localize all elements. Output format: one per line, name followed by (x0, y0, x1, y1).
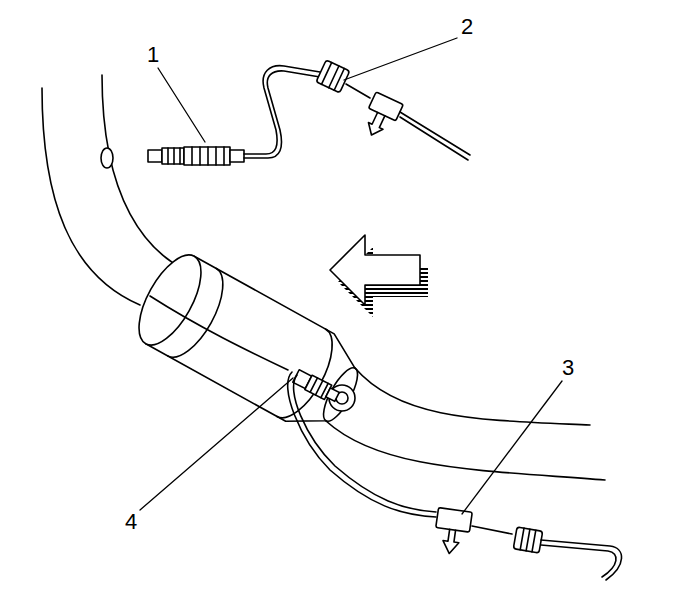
sensor-wire (400, 117, 468, 160)
leader-line (344, 38, 457, 80)
pipe-wall (42, 88, 140, 305)
leader-line (462, 381, 562, 514)
wire-connector (432, 508, 472, 556)
sensor-wire (472, 526, 512, 534)
callout-number: 3 (560, 357, 576, 379)
leader-line (140, 378, 293, 510)
sensor-wire (244, 71, 320, 158)
wire-connector (316, 60, 350, 93)
pipe-wall (355, 368, 590, 425)
sensor-wire (346, 84, 370, 98)
sensor-wire (541, 540, 622, 580)
oxygen-sensor (292, 369, 355, 411)
callout-number: 4 (123, 511, 139, 533)
wire-connector (359, 92, 404, 142)
sensor-wire (541, 545, 616, 577)
leader-line (158, 68, 205, 142)
wire-connector (513, 527, 542, 553)
sensor-wire (288, 372, 436, 517)
sensor-wire (150, 296, 288, 370)
direction-arrow (330, 235, 428, 317)
callout-number: 2 (459, 16, 475, 38)
pipe-wall (326, 421, 605, 480)
callout-number: 1 (145, 44, 161, 66)
oxygen-sensor (101, 147, 244, 168)
sensor-wire (400, 112, 470, 155)
pipe-wall (102, 75, 212, 280)
sensor-wire (294, 375, 436, 512)
